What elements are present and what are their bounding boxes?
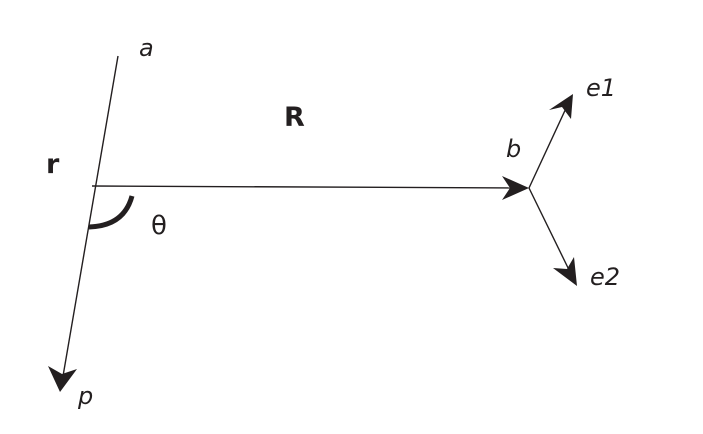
- label-e2: e2: [590, 263, 620, 291]
- label-e1: e1: [586, 74, 616, 102]
- label-a: a: [139, 34, 154, 62]
- label-b: b: [506, 135, 521, 163]
- label-r: r: [46, 149, 60, 180]
- p-arrowhead: [48, 366, 77, 392]
- label-R: R: [284, 102, 305, 133]
- R-line: [91, 185, 519, 189]
- e1-arrowhead: [549, 94, 573, 119]
- R-arrowhead: [502, 176, 529, 200]
- r-line: [61, 55, 119, 383]
- e1-line: [528, 103, 569, 189]
- theta-arc: [88, 195, 135, 230]
- label-p: p: [77, 382, 93, 410]
- label-theta: θ: [151, 211, 167, 241]
- e2-arrowhead: [553, 257, 577, 286]
- e2-line: [528, 187, 573, 277]
